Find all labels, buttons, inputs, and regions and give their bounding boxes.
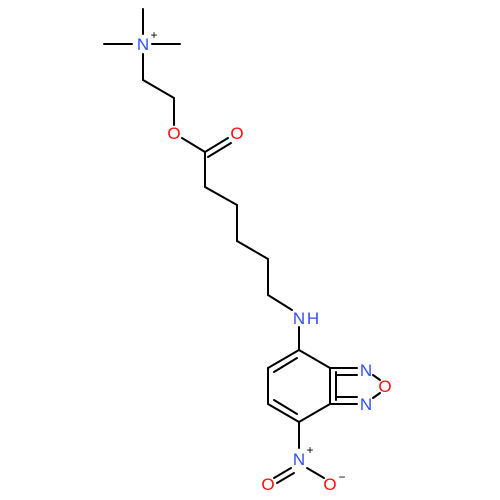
atom-h-amine: H (307, 309, 319, 328)
bond-c-o-double-2 (207, 142, 232, 158)
bond-ring-c4-c5-inner (273, 357, 298, 373)
bond-nitro-o-left-2 (276, 472, 295, 484)
atom-o-nitro-left: O (261, 475, 274, 494)
atom-o-ring: O (378, 377, 391, 396)
atom-o-nitro-right: O (323, 475, 336, 494)
atom-n-nitro-charge: + (306, 443, 313, 457)
bond-ring-c6-c7 (267, 403, 300, 423)
atom-n-amine: N (293, 309, 305, 328)
bond-chain-4 (236, 240, 269, 260)
bond-o-n3 (372, 392, 381, 399)
atom-n-nitro: N (293, 450, 305, 469)
atom-o-carbonyl: O (230, 124, 243, 143)
atom-n-ring-bottom: N (360, 395, 372, 414)
atom-o-ester: O (167, 124, 180, 143)
bond-ring-c4-c5 (267, 349, 300, 369)
bond-lines (103, 8, 381, 484)
atom-n-ring-top: N (360, 361, 372, 380)
bond-chain-2 (204, 186, 238, 206)
bond-ring-c4-c3a (298, 349, 331, 369)
atom-n-ammonium: N (137, 35, 149, 54)
atom-o-nitro-charge: − (338, 470, 345, 484)
bond-o-carbonyl-c (181, 137, 206, 153)
bond-ring-c7-c7a (298, 403, 331, 423)
atom-labels: N + O O N H N O N N + O O − (137, 28, 392, 494)
bond-nitro-o-right (306, 467, 325, 479)
atom-n-ammonium-charge: + (150, 28, 157, 42)
bond-n1-o (372, 374, 381, 381)
bond-ch2-ch2 (142, 79, 175, 99)
bond-chain-nh (267, 294, 293, 311)
bond-ring-c6-c7-inner (273, 399, 298, 415)
bond-nitro-o-left-1 (273, 467, 292, 479)
bond-c-o-double-1 (204, 137, 229, 153)
